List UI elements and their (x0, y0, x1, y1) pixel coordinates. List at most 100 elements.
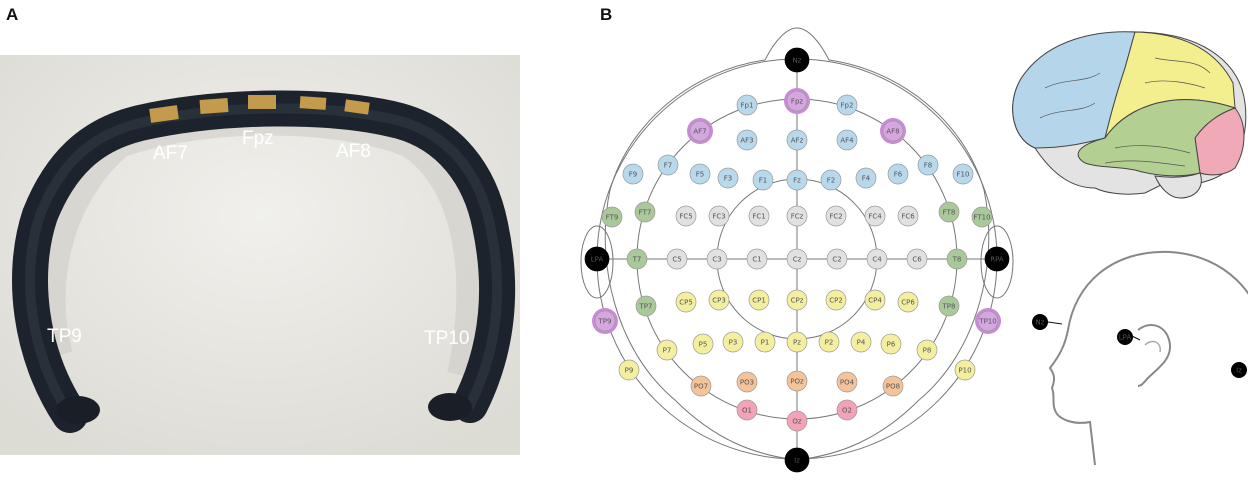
electrode-f4: F4 (855, 167, 877, 189)
electrode-c2: C2 (826, 248, 848, 270)
electrode-label: Fz (793, 177, 801, 185)
electrode-label: CP3 (712, 297, 726, 305)
electrode-o1: O1 (736, 399, 758, 421)
electrode-marker (786, 248, 808, 270)
electrode-po7: PO7 (690, 375, 712, 397)
electrode-marker (736, 371, 758, 393)
electrode-p4: P4 (850, 331, 872, 353)
head-profile (1047, 250, 1248, 466)
electrode-label: O2 (842, 407, 852, 415)
electrode-label: P6 (887, 341, 896, 349)
electrode-marker (786, 289, 808, 311)
electrode-marker (906, 248, 928, 270)
electrode-label: P4 (857, 339, 866, 347)
electrode-label: P1 (761, 339, 770, 347)
electrode-c3: C3 (706, 248, 728, 270)
landmark-marker (1032, 314, 1048, 330)
electrode-marker (786, 205, 808, 227)
electrode-marker (601, 206, 623, 228)
electrode-fc1: FC1 (748, 205, 770, 227)
electrode-marker (675, 205, 697, 227)
electrode-tp10: TP10 (975, 308, 1001, 334)
electrode-af8: AF8 (880, 118, 906, 144)
electrode-marker (977, 310, 999, 332)
electrode-label: C4 (872, 256, 882, 264)
electrode-label: FCz (791, 213, 804, 221)
electrode-cp1: CP1 (748, 289, 770, 311)
electrode-label: FC3 (712, 213, 725, 221)
landmark-label: Iz (1236, 367, 1242, 375)
electrode-marker (786, 169, 808, 191)
electrode-label: CP4 (868, 297, 882, 305)
electrode-marker (866, 248, 888, 270)
electrode-cz: Cz (786, 248, 808, 270)
electrode-label: TP10 (978, 318, 996, 326)
electrode-t8: T8 (946, 248, 968, 270)
electrode-label: RPA (990, 256, 1004, 264)
electrode-label: T8 (952, 256, 962, 264)
electrode-label: AF7 (693, 128, 706, 136)
electrode-label: Pz (793, 339, 801, 347)
electrode-marker (748, 205, 770, 227)
electrode-marker (635, 295, 657, 317)
electrode-marker (882, 120, 904, 142)
electrode-label: FC5 (679, 213, 692, 221)
electrode-marker (916, 339, 938, 361)
electrode-label: P3 (729, 339, 738, 347)
electrode-label: C6 (912, 256, 922, 264)
electrode-iz: Iz (784, 447, 810, 473)
electrode-marker (689, 163, 711, 185)
panel-label-a: A (6, 5, 19, 24)
electrode-f5: F5 (689, 163, 711, 185)
electrode-afz: AFz (786, 129, 808, 151)
electrode-label: Nz (793, 57, 802, 65)
label-af8: AF8 (336, 141, 371, 162)
electrode-label: CP5 (679, 299, 693, 307)
electrode-fpz: Fpz (784, 88, 810, 114)
electrode-marker (786, 331, 808, 353)
electrode-marker (722, 331, 744, 353)
electrode-p3: P3 (722, 331, 744, 353)
electrode-marker (657, 154, 679, 176)
electrode-tp8: TP8 (938, 295, 960, 317)
electrode-label: POz (790, 378, 804, 386)
electrode-label: CP2 (829, 297, 843, 305)
electrode-cp6: CP6 (897, 291, 919, 313)
electrode-marker (786, 410, 808, 432)
electrode-label: TP7 (639, 303, 653, 311)
electrode-po3: PO3 (736, 371, 758, 393)
electrode-marker (675, 291, 697, 313)
electrode-marker (708, 205, 730, 227)
electrode-marker (984, 246, 1010, 272)
electrode-p10: P10 (954, 359, 976, 381)
electrode-label: AF8 (886, 128, 899, 136)
headband-graphic (0, 55, 520, 455)
electrode-label: PO8 (886, 383, 900, 391)
electrode-af3: AF3 (736, 129, 758, 151)
landmark-label: Nz (1036, 319, 1045, 327)
electrode-marker (656, 339, 678, 361)
landmark-marker (1231, 362, 1247, 378)
electrode-nz: Nz (784, 47, 810, 73)
electrode-label: P10 (958, 367, 971, 375)
electrode-label: F2 (827, 177, 835, 185)
electrode-ft9: FT9 (601, 206, 623, 228)
electrode-marker (754, 331, 776, 353)
electrode-t7: T7 (626, 248, 648, 270)
electrode-label: O1 (742, 407, 752, 415)
electrode-p6: P6 (880, 333, 902, 355)
label-fpz: Fpz (242, 128, 274, 149)
electrode-label: Fp1 (741, 102, 754, 110)
electrode-label: FC1 (752, 213, 765, 221)
electrode-marker (584, 246, 610, 272)
electrode-fp2: Fp2 (836, 94, 858, 116)
electrode-po8: PO8 (882, 375, 904, 397)
electrode-marker (952, 163, 974, 185)
electrode-marker (954, 359, 976, 381)
electrode-label: C1 (752, 256, 761, 264)
electrode-p8: P8 (916, 339, 938, 361)
electrode-marker (880, 333, 902, 355)
electrode-label: FT10 (973, 214, 990, 222)
